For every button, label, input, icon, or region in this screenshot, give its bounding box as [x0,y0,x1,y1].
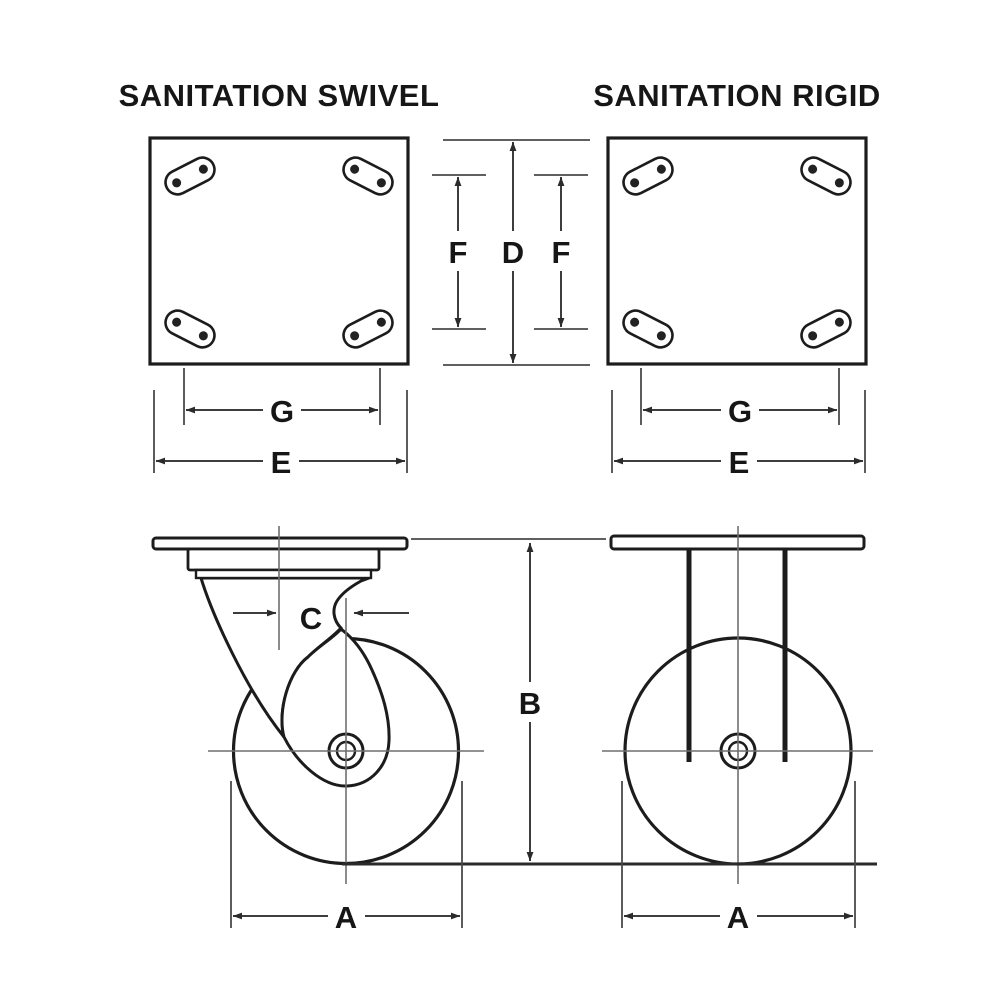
dim-label-E-right: E [729,445,750,480]
dimension-group-A-right: A [621,781,856,935]
bolt-hole [656,331,666,341]
label-mask [512,682,548,722]
bolt-hole [834,178,844,188]
label-mask [263,392,301,428]
bolt-slot [342,156,394,196]
bolt-hole [376,178,386,188]
dim-label-D: D [502,235,524,270]
dim-label-A-left: A [335,900,357,935]
bolt-hole [808,164,818,174]
dimension-group-A-left: A [230,781,463,935]
bolt-hole [376,317,386,327]
swivel-caster-side-view [151,526,484,884]
dimension-group-G-E-right: G E [611,368,866,480]
dim-label-E-left: E [271,445,292,480]
label-mask [496,231,530,271]
dimension-group-G-E-left: G E [153,368,408,480]
label-mask [263,443,299,479]
bolt-hole [172,178,182,188]
bolt-hole [198,164,208,174]
bolt-slot [800,309,852,349]
bolt-slot [164,156,216,196]
bolt-hole [630,317,640,327]
bolt-slot [800,156,852,196]
dimension-group-C: C [233,601,409,636]
dimension-group-D-F: D F F [432,139,590,366]
rigid-caster-side-view [602,526,873,884]
bolt-hole [630,178,640,188]
bolt-hole [350,164,360,174]
title-sanitation-rigid: SANITATION RIGID [593,78,881,113]
label-mask [721,392,759,428]
swivel-raceway-upper [186,547,381,572]
label-mask [721,443,757,479]
bolt-hole [198,331,208,341]
dim-label-G-right: G [728,394,752,429]
dim-label-F-left: F [449,235,468,270]
dim-label-B: B [519,686,541,721]
title-sanitation-swivel: SANITATION SWIVEL [119,78,440,113]
bolt-hole [350,331,360,341]
swivel-mount-flange [151,536,409,551]
bolt-hole [808,331,818,341]
label-mask [545,231,577,271]
label-mask [442,231,474,271]
dim-label-F-right: F [552,235,571,270]
dimension-group-B: B [411,538,606,862]
bolt-hole [834,317,844,327]
bolt-slot [622,156,674,196]
dim-label-G-left: G [270,394,294,429]
swivel-raceway-lower [194,568,373,580]
swivel-top-plate [148,136,410,366]
dim-label-A-right: A [727,900,749,935]
bolt-hole [656,164,666,174]
bolt-hole [172,317,182,327]
bolt-slot [622,309,674,349]
label-mask [720,898,757,934]
bolt-slot [342,309,394,349]
bolt-slot [164,309,216,349]
dim-label-C: C [300,601,322,636]
label-mask [328,898,365,934]
rigid-top-plate [606,136,868,366]
